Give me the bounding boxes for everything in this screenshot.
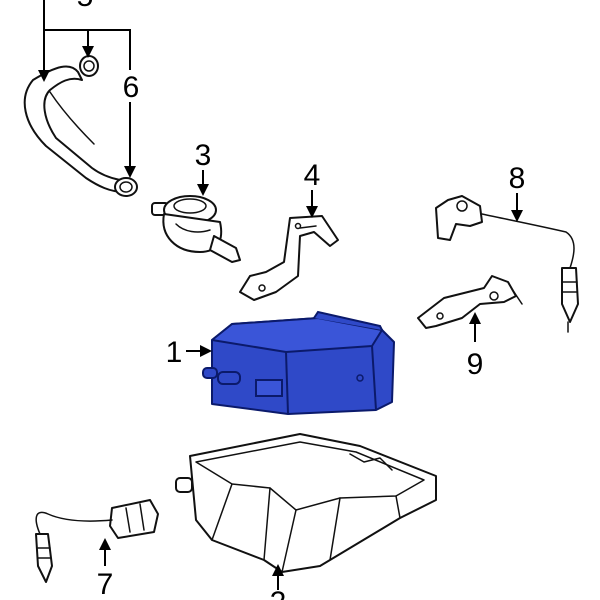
canister-bracket-part[interactable] [239,215,339,301]
callout-9: 9 [467,348,484,381]
vapor-sensor-part[interactable] [435,195,579,333]
hose-clamp-upper [79,55,99,77]
leader-lines [38,0,523,590]
callout-1: 1 [166,336,183,369]
callout-labels: 5 6 3 4 8 9 1 7 2 [77,0,526,600]
callout-5: 5 [77,0,94,13]
canister-port [217,371,241,385]
callout-2: 2 [270,586,287,600]
hose-clamp-lower [114,177,138,197]
canister-tray-part[interactable] [175,433,437,573]
temperature-sensor-part[interactable] [35,499,159,583]
sensor-bracket-part[interactable] [417,275,523,329]
callout-3: 3 [195,139,212,172]
purge-valve-part[interactable] [151,195,241,263]
callout-8: 8 [509,162,526,195]
callout-7: 7 [97,568,114,600]
callout-6: 6 [123,71,140,104]
callout-4: 4 [304,159,321,192]
evap-canister-part[interactable] [202,310,395,415]
